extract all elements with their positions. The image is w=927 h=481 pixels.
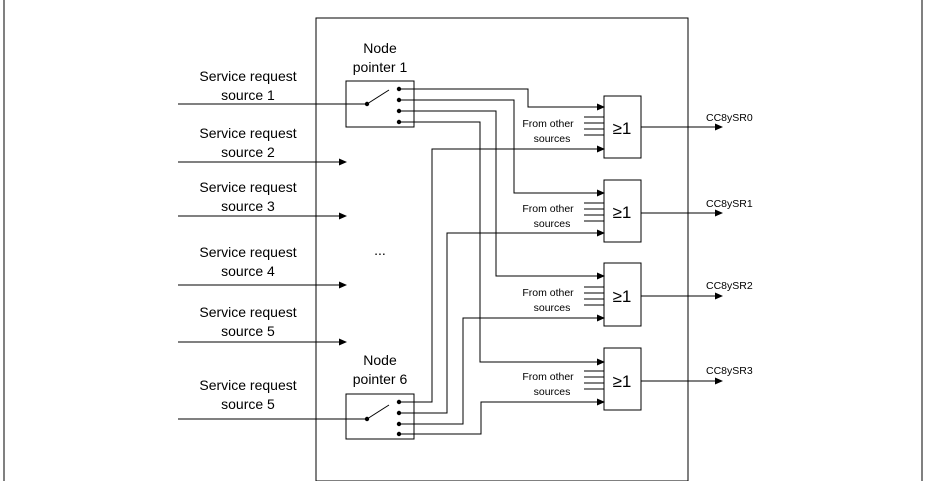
svg-text:From other: From other <box>522 203 574 215</box>
svg-text:source 1: source 1 <box>221 87 275 103</box>
svg-text:pointer 1: pointer 1 <box>353 59 408 75</box>
svg-text:source 4: source 4 <box>221 263 275 279</box>
svg-text:CC8ySR2: CC8ySR2 <box>706 280 753 292</box>
svg-text:Node: Node <box>363 352 397 368</box>
node-pointer-1-label: Node pointer 1 <box>353 40 408 75</box>
source-5-label: Service request source 5 <box>199 304 296 339</box>
svg-text:Service request: Service request <box>199 244 296 260</box>
svg-text:From other: From other <box>522 287 574 299</box>
svg-text:pointer 6: pointer 6 <box>353 371 408 387</box>
node-pointer-6-label: Node pointer 6 <box>353 352 408 387</box>
svg-text:≥1: ≥1 <box>613 287 632 306</box>
or-gate-0: ≥1 From other sources CC8ySR0 <box>522 95 753 159</box>
node-pointer-6-switch <box>345 393 415 440</box>
node-pointer-1-switch <box>345 80 415 128</box>
svg-text:From other: From other <box>522 118 574 130</box>
or-gate-3: ≥1 From other sources CC8ySR3 <box>522 347 753 411</box>
source-2-label: Service request source 2 <box>199 125 296 160</box>
svg-text:Service request: Service request <box>199 304 296 320</box>
or-gate-1: ≥1 From other sources CC8ySR1 <box>522 179 753 243</box>
svg-text:sources: sources <box>534 386 571 398</box>
svg-text:CC8ySR0: CC8ySR0 <box>706 112 753 124</box>
svg-text:Node: Node <box>363 40 397 56</box>
svg-text:sources: sources <box>534 133 571 145</box>
main-block <box>315 17 689 481</box>
svg-text:source 3: source 3 <box>221 198 275 214</box>
svg-text:≥1: ≥1 <box>613 119 632 138</box>
source-1-label: Service request source 1 <box>199 68 296 103</box>
svg-text:sources: sources <box>534 218 571 230</box>
source-3-label: Service request source 3 <box>199 179 296 214</box>
svg-text:sources: sources <box>534 302 571 314</box>
svg-text:≥1: ≥1 <box>613 203 632 222</box>
svg-text:source 5: source 5 <box>221 396 275 412</box>
svg-text:source 5: source 5 <box>221 323 275 339</box>
svg-text:CC8ySR1: CC8ySR1 <box>706 198 753 210</box>
svg-text:Service request: Service request <box>199 377 296 393</box>
svg-text:source 2: source 2 <box>221 144 275 160</box>
source-4-label: Service request source 4 <box>199 244 296 279</box>
node-pointer-6-routing <box>414 145 605 435</box>
svg-text:Service request: Service request <box>199 125 296 141</box>
svg-text:From other: From other <box>522 371 574 383</box>
svg-text:Service request: Service request <box>199 68 296 84</box>
node-pointer-1-routing <box>414 88 605 366</box>
svg-text:CC8ySR3: CC8ySR3 <box>706 365 753 377</box>
ellipsis-text: ... <box>374 242 386 258</box>
or-gate-2: ≥1 From other sources CC8ySR2 <box>522 262 753 327</box>
svg-text:Service request: Service request <box>199 179 296 195</box>
svg-text:≥1: ≥1 <box>613 372 632 391</box>
source-6-label: Service request source 5 <box>199 377 296 412</box>
